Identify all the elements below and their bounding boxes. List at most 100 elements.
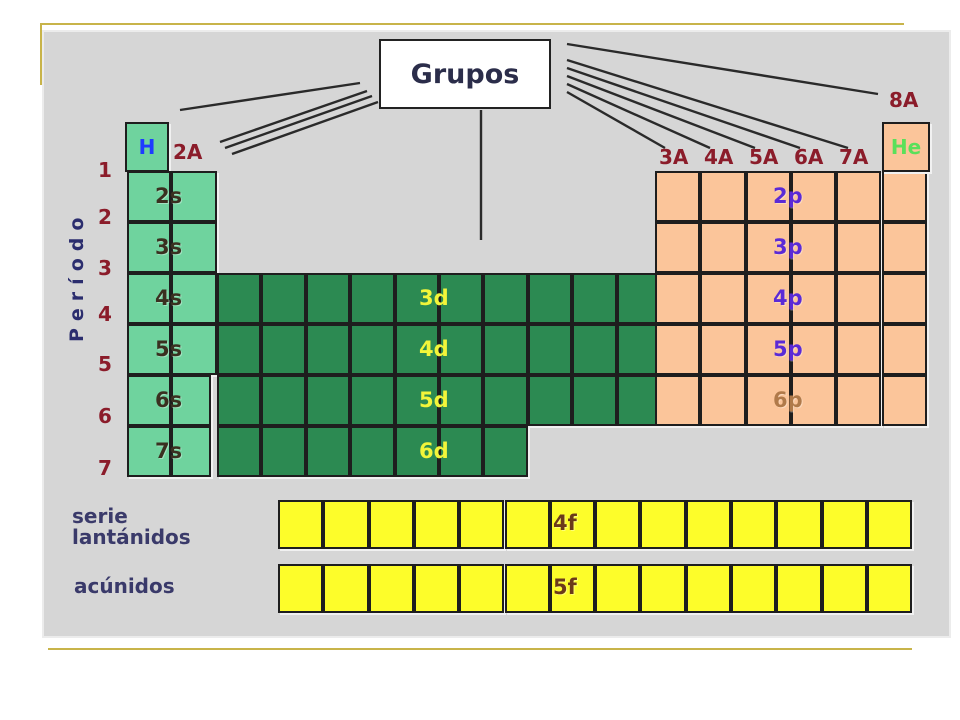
p-block-cell [836,222,882,273]
s-block-label: 4s [155,286,183,310]
connector-line-group-2a [231,100,379,156]
p-block-label: 6p [773,388,803,412]
d-block-cell [350,375,395,426]
group-label-5a: 5A [749,145,779,169]
f-block-cell [640,500,686,549]
d-block-cell [261,426,306,477]
d-block-cell [527,324,573,375]
f-block-cell [413,500,460,549]
s-block-label: 7s [155,439,183,463]
s-block-cell [127,426,171,477]
actinides-label: acúnidos [74,574,175,598]
f-block-cell [459,564,505,613]
d-block-cell [305,324,351,375]
d-block-cell [483,324,528,375]
p-block-cell [881,375,927,426]
connector-line-group-3a [566,90,666,150]
p-block-cell [881,273,927,324]
group-label-2a: 2A [173,140,203,164]
f-block-cell [323,500,369,549]
f-block-cell [640,564,686,613]
f-block-cell [821,564,867,613]
f-block-label: 4f [553,511,577,535]
p-block-cell [836,375,882,426]
lanthanides-label-line-1: serie [72,504,128,528]
element-cell-hydrogen [125,122,169,172]
element-cell-helium [882,122,930,172]
d-block-cell [305,426,351,477]
d-block-cell [439,426,484,477]
s-block-cell [127,324,171,375]
lanthanides-label-line-2: lantánidos [72,525,191,549]
connector-line-group-2a [219,89,368,144]
d-block-cell [527,375,573,426]
p-block-cell [655,324,701,375]
p-block-cell [790,324,837,375]
p-block-cell [790,375,837,426]
d-block-cell [439,375,484,426]
f-block-cell [595,564,641,613]
p-block-cell [836,273,882,324]
d-block-label: 5d [419,388,449,412]
connector-line-group-1 [179,81,361,112]
d-block-cell [261,375,306,426]
groups-callout-box: Grupos [379,39,551,109]
d-block-cell [616,375,661,426]
p-block-cell [700,222,746,273]
p-block-cell [655,273,701,324]
d-block-cell [217,375,262,426]
d-block-cell [572,273,617,324]
d-block-cell [394,273,439,324]
group-label-3a: 3A [659,145,689,169]
p-block-cell [836,171,882,222]
d-block-cell [394,324,439,375]
p-block-cell [790,171,837,222]
d-block-cell [350,324,395,375]
period-number: 2 [98,205,112,229]
f-block-cell [731,500,777,549]
s-block-label: 5s [155,337,183,361]
s-block-cell [127,273,171,324]
group-label-6a: 6A [794,145,824,169]
p-block-cell [790,273,837,324]
p-block-cell [655,375,701,426]
p-block-cell [655,171,701,222]
s-block-cell [171,375,211,426]
p-block-cell [836,324,882,375]
p-block-label: 5p [773,337,803,361]
s-block-cell [171,324,217,375]
d-block-label: 4d [419,337,449,361]
p-block-label: 4p [773,286,803,310]
connector-line-group-6a [566,66,801,150]
f-block-cell [866,564,913,613]
period-number: 1 [98,158,112,182]
f-block-cell [459,500,505,549]
connector-line-group-8a [566,42,879,96]
d-block-cell [394,426,439,477]
d-block-cell [261,273,306,324]
s-block-cell [127,375,171,426]
p-block-cell [700,273,746,324]
f-block-cell [821,500,867,549]
p-block-cell [881,324,927,375]
p-block-cell [745,324,791,375]
f-block-cell [776,564,822,613]
p-block-cell [700,324,746,375]
f-block-cell [368,564,414,613]
f-block-cell [549,564,596,613]
d-block-cell [439,273,484,324]
s-block-cell [127,222,171,273]
f-block-cell [685,564,731,613]
s-block-label: 6s [155,388,183,412]
left-rule [40,23,42,85]
p-block-cell [745,222,791,273]
diagram-title: Grupos [410,58,520,90]
period-number: 3 [98,256,112,280]
f-block-cell [731,564,777,613]
d-block-cell [483,273,528,324]
f-block-cell [504,500,550,549]
group-label-4a: 4A [704,145,734,169]
f-block-cell [595,500,641,549]
s-block-cell [171,171,217,222]
f-block-cell [278,500,324,549]
